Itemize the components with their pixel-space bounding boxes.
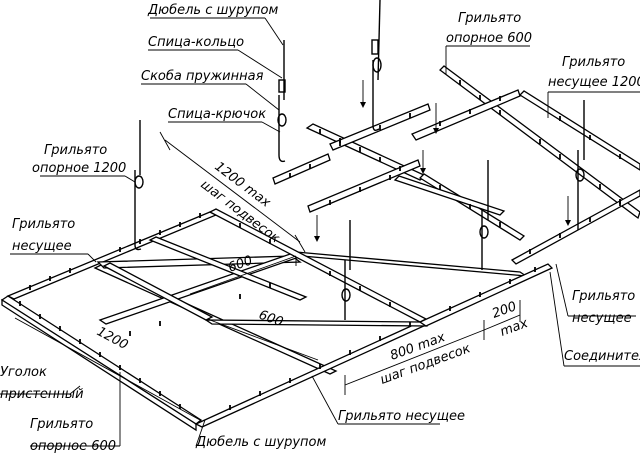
dim-200: 200 <box>490 299 518 322</box>
label-corner-line2: пристенный <box>0 387 84 402</box>
hanger-4 <box>341 220 351 320</box>
label-grillato-support-1200-line1: Грильято <box>44 143 107 158</box>
hanger-3 <box>134 120 144 251</box>
label-grillato-carrier-left-line1: Грильято <box>12 217 75 232</box>
label-grillato-carrier-left-line2: несущее <box>12 239 72 254</box>
assembly-arrows <box>295 80 571 266</box>
label-grillato-support-1200-line2: опорное 1200 <box>32 161 126 176</box>
text-labels: Дюбель с шурупом Спица-кольцо Скоба пруж… <box>0 3 640 454</box>
label-grillato-carrier-right-line2: несущее <box>572 311 632 326</box>
hanger-2 <box>371 0 382 132</box>
assembled-grid <box>0 208 554 432</box>
label-spoke-hook: Спица-крючок <box>168 107 266 122</box>
label-grillato-support-600-bottom-line1: Грильято <box>30 417 93 432</box>
label-corner-line1: Уголок <box>0 365 47 380</box>
label-grillato-carrier-1200-top-line1: Грильято <box>562 55 625 70</box>
dimension-lines <box>14 131 521 421</box>
upper-grid <box>272 65 640 265</box>
label-grillato-carrier-right-line1: Грильято <box>572 289 635 304</box>
label-grillato-carrier-1200-top-line2: несущее 1200 <box>548 75 640 90</box>
hanger-6 <box>575 100 585 230</box>
hanger-5 <box>479 160 489 270</box>
leader-lines <box>0 17 640 447</box>
dim-1200: 1200 <box>94 324 130 353</box>
label-connector: Соединитель <box>564 349 640 364</box>
label-anchor-bottom: Дюбель с шурупом <box>195 435 326 450</box>
label-grillato-support-600-top-line1: Грильято <box>458 11 521 26</box>
label-spring-clip: Скоба пружинная <box>141 69 264 84</box>
dim-600-b: 600 <box>257 308 285 331</box>
dim-200-max: max <box>498 316 530 340</box>
hanger-1 <box>277 40 287 163</box>
hangers <box>134 0 585 320</box>
label-grillato-support-600-top-line2: опорное 600 <box>446 31 532 46</box>
rail-slots <box>19 213 536 410</box>
label-anchor-top: Дюбель с шурупом <box>147 3 278 18</box>
label-grillato-carrier-bottom: Грильято несущее <box>338 409 465 424</box>
upper-slots <box>289 80 621 254</box>
label-grillato-support-600-bottom-line2: опорное 600 <box>30 439 116 454</box>
dimension-labels: 1200 max шаг подвесок 600 600 1200 800 m… <box>94 159 530 388</box>
label-spoke-ring: Спица-кольцо <box>148 35 244 50</box>
